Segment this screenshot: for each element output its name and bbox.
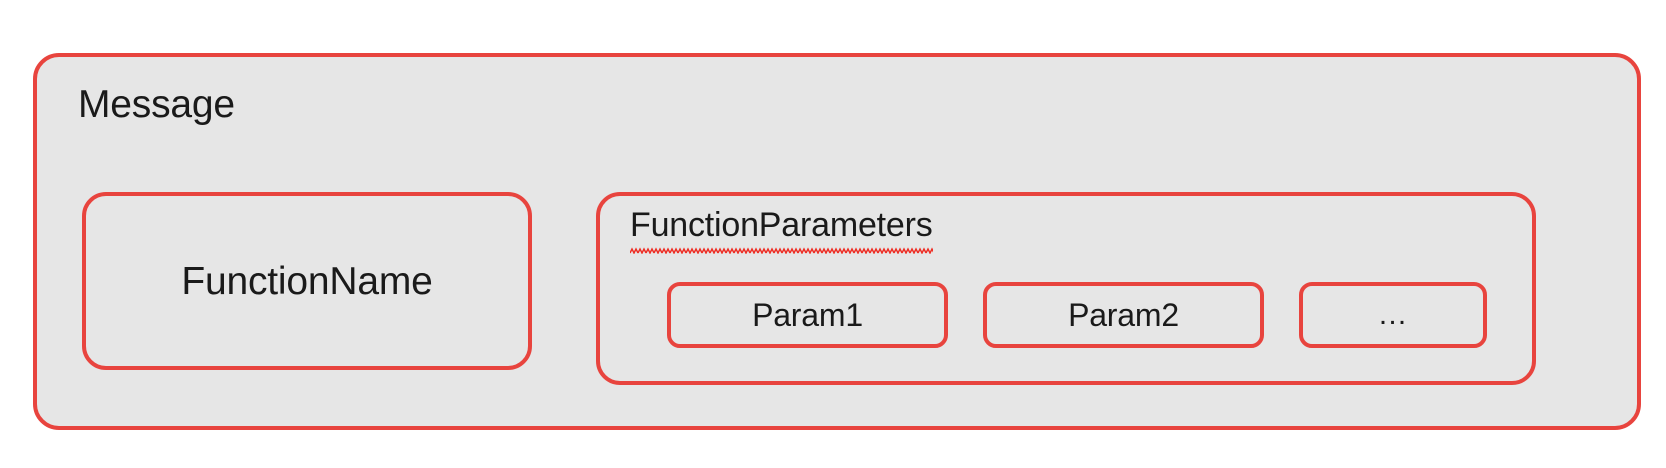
function-parameters-label: FunctionParameters [630,206,933,244]
function-name-box[interactable]: FunctionName [82,192,532,370]
function-name-label: FunctionName [181,259,433,303]
function-parameters-label-wrap: FunctionParameters [630,206,933,254]
parameter-chip-row: Param1 Param2 … [667,282,1487,348]
param-box-ellipsis[interactable]: … [1299,282,1487,348]
message-box-label: Message [78,83,235,126]
param-label-2: Param2 [1068,297,1179,333]
param-box-1[interactable]: Param1 [667,282,948,348]
param-box-2[interactable]: Param2 [983,282,1264,348]
param-label-1: Param1 [752,297,863,333]
spellcheck-underline-icon [630,244,933,254]
function-parameters-box[interactable]: FunctionParameters Param1 Param2 … [596,192,1536,385]
param-label-ellipsis: … [1377,298,1409,331]
message-box[interactable]: Message FunctionName FunctionParameters … [33,53,1641,430]
